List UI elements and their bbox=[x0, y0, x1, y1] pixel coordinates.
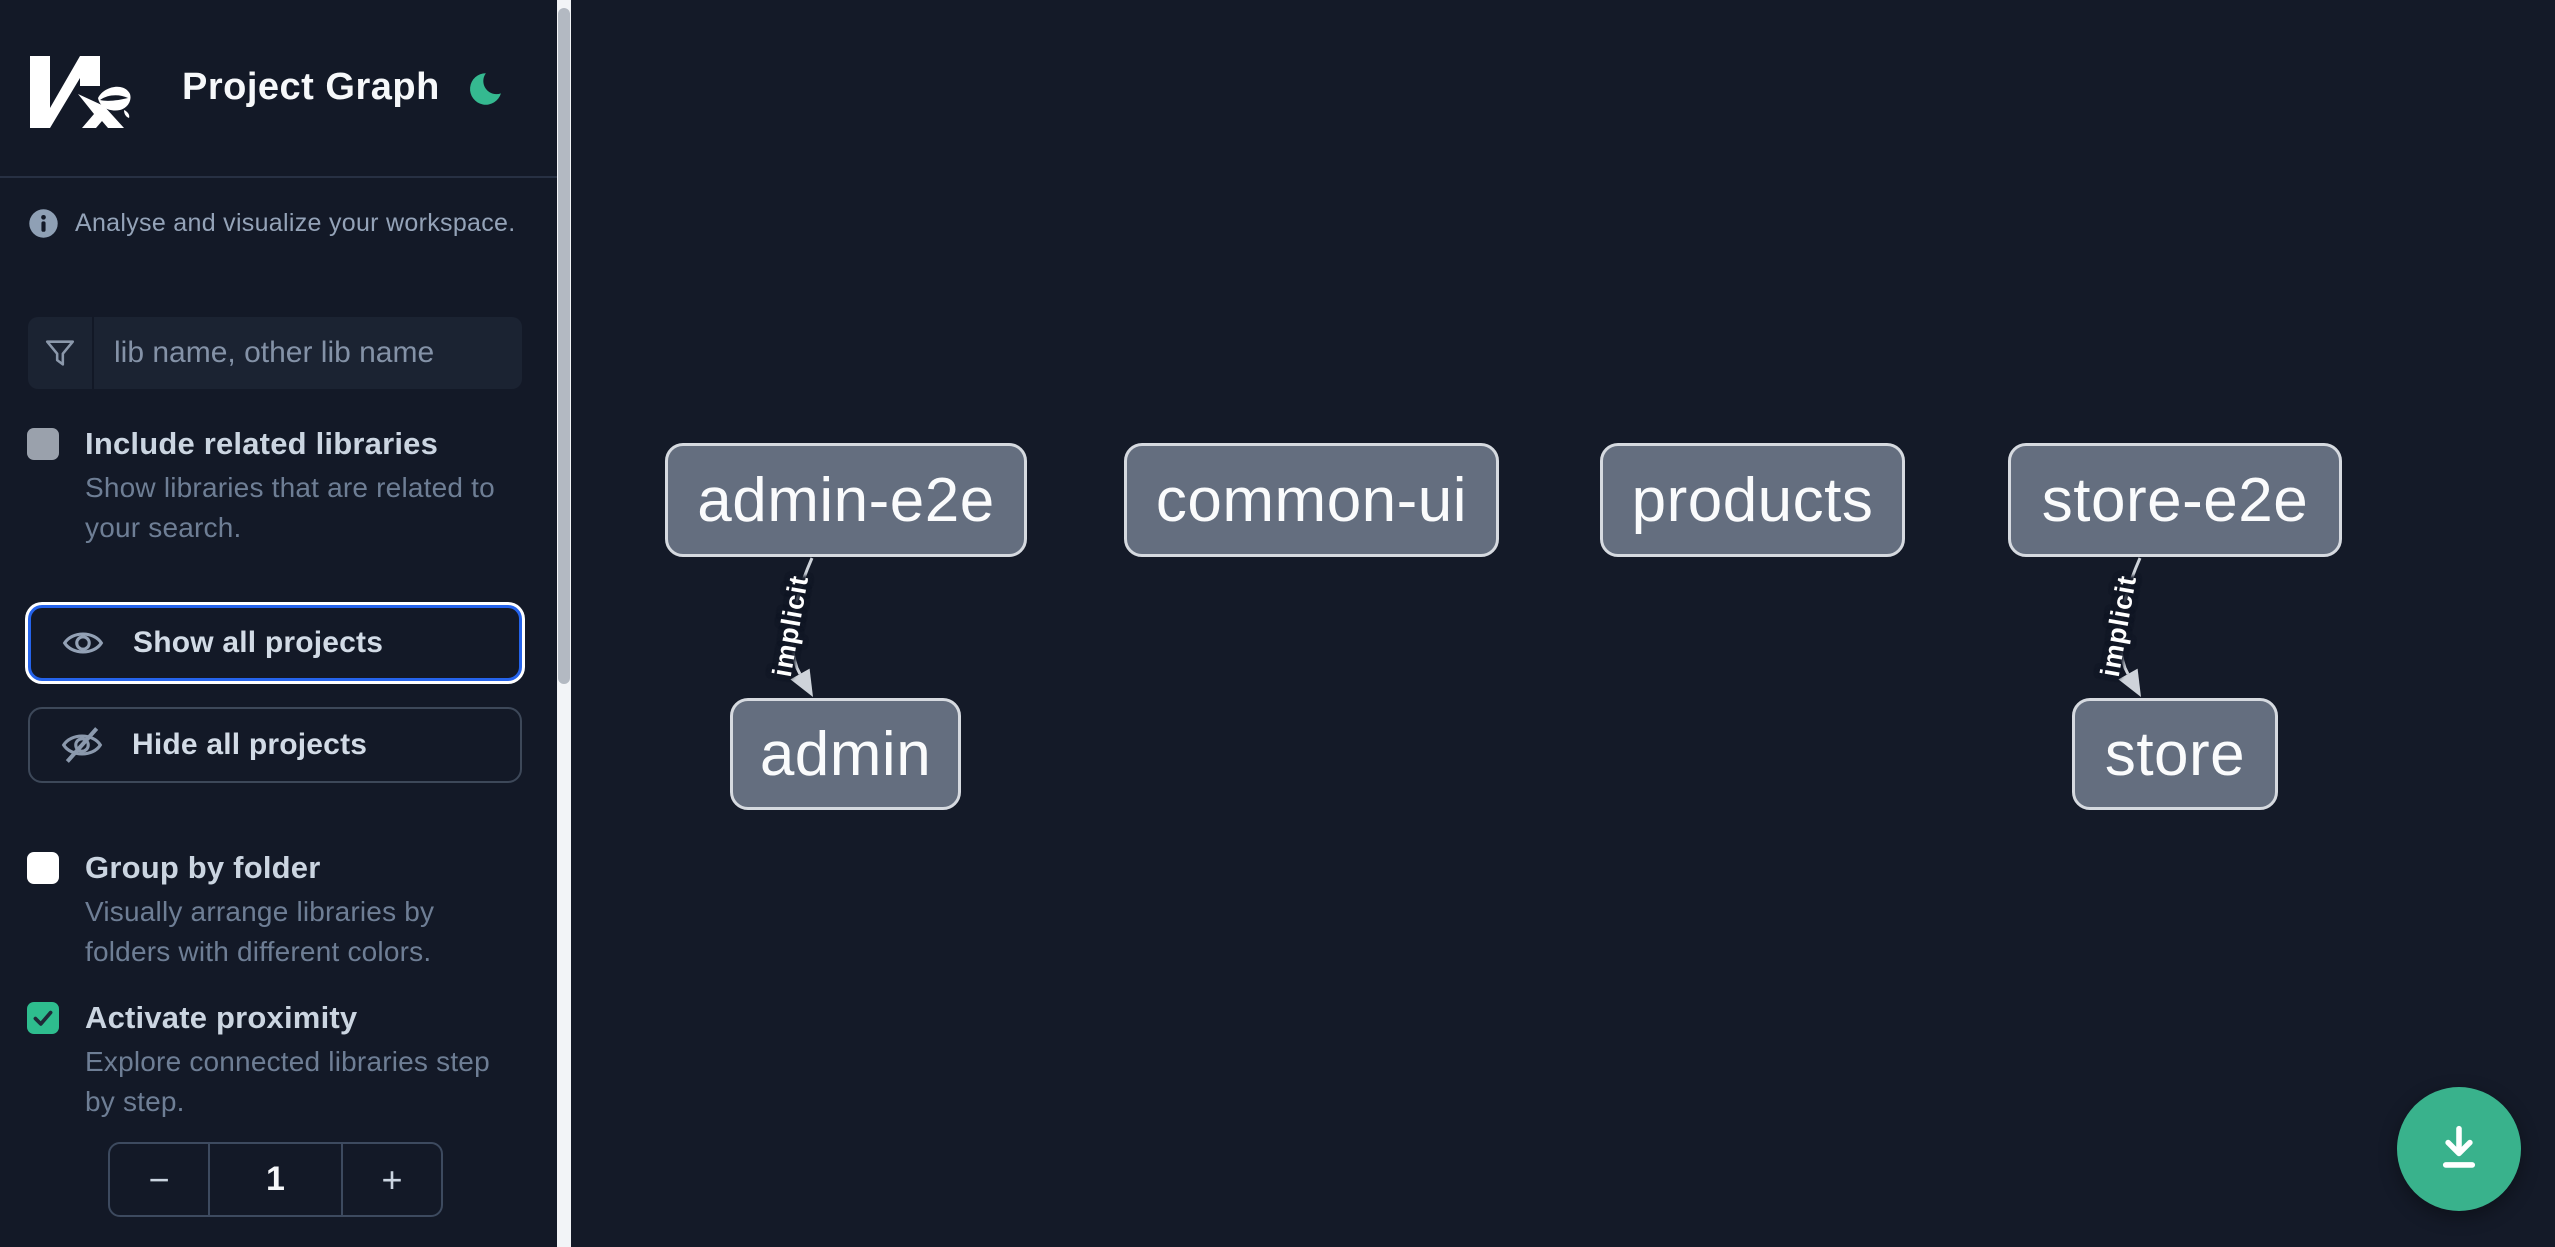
search-input[interactable] bbox=[94, 317, 522, 389]
graph-node-store-e2e[interactable]: store-e2e bbox=[2008, 443, 2342, 557]
graph-node-admin[interactable]: admin bbox=[730, 698, 961, 810]
proximity-depth-stepper: − 1 + bbox=[108, 1142, 443, 1217]
toggle-label: Include related libraries bbox=[85, 426, 439, 461]
toggle-description: Explore connected libraries step by step… bbox=[85, 1046, 490, 1117]
filter-funnel-icon bbox=[28, 317, 94, 389]
graph-node-products[interactable]: products bbox=[1600, 443, 1905, 557]
node-label: admin bbox=[759, 719, 932, 789]
stepper-decrement-button[interactable]: − bbox=[110, 1144, 208, 1215]
tagline-text: Analyse and visualize your workspace. bbox=[75, 208, 516, 237]
show-all-projects-label: Show all projects bbox=[133, 626, 384, 659]
eye-off-icon bbox=[60, 723, 104, 767]
node-label: store bbox=[2104, 719, 2246, 789]
toggle-description: Show libraries that are related to your … bbox=[85, 472, 495, 543]
hide-all-projects-label: Hide all projects bbox=[132, 728, 368, 761]
show-all-projects-button[interactable]: Show all projects bbox=[28, 605, 522, 681]
stepper-value: 1 bbox=[208, 1144, 343, 1215]
info-icon bbox=[28, 208, 59, 239]
page-title: Project Graph bbox=[182, 66, 440, 108]
sidebar: Project Graph Analyse and visualize your… bbox=[0, 0, 557, 1247]
eye-icon bbox=[61, 621, 105, 665]
toggle-label: Activate proximity bbox=[85, 1000, 358, 1035]
sidebar-scrollbar-thumb[interactable] bbox=[558, 8, 570, 684]
checkbox-activate-proximity[interactable] bbox=[27, 1002, 59, 1034]
stepper-increment-button[interactable]: + bbox=[343, 1144, 441, 1215]
graph-node-common-ui[interactable]: common-ui bbox=[1124, 443, 1499, 557]
toggle-description: Visually arrange libraries by folders wi… bbox=[85, 896, 435, 967]
download-icon bbox=[2430, 1119, 2488, 1180]
toggle-label: Group by folder bbox=[85, 850, 321, 885]
graph-canvas[interactable] bbox=[571, 0, 2555, 1247]
graph-node-admin-e2e[interactable]: admin-e2e bbox=[665, 443, 1027, 557]
node-label: admin-e2e bbox=[697, 465, 995, 535]
search-box bbox=[28, 317, 522, 389]
graph-node-store[interactable]: store bbox=[2072, 698, 2278, 810]
node-label: store-e2e bbox=[2041, 465, 2309, 535]
node-label: products bbox=[1631, 465, 1874, 535]
node-label: common-ui bbox=[1155, 465, 1468, 535]
checkbox-group-by-folder[interactable] bbox=[27, 852, 59, 884]
tagline-row: Analyse and visualize your workspace. bbox=[28, 205, 528, 241]
checkbox-include-related[interactable] bbox=[27, 428, 59, 460]
hide-all-projects-button[interactable]: Hide all projects bbox=[28, 707, 522, 783]
nx-logo-icon bbox=[28, 54, 132, 130]
download-image-button[interactable] bbox=[2397, 1087, 2521, 1211]
theme-toggle-moon-icon[interactable] bbox=[464, 68, 506, 110]
sidebar-header: Project Graph bbox=[0, 0, 557, 178]
